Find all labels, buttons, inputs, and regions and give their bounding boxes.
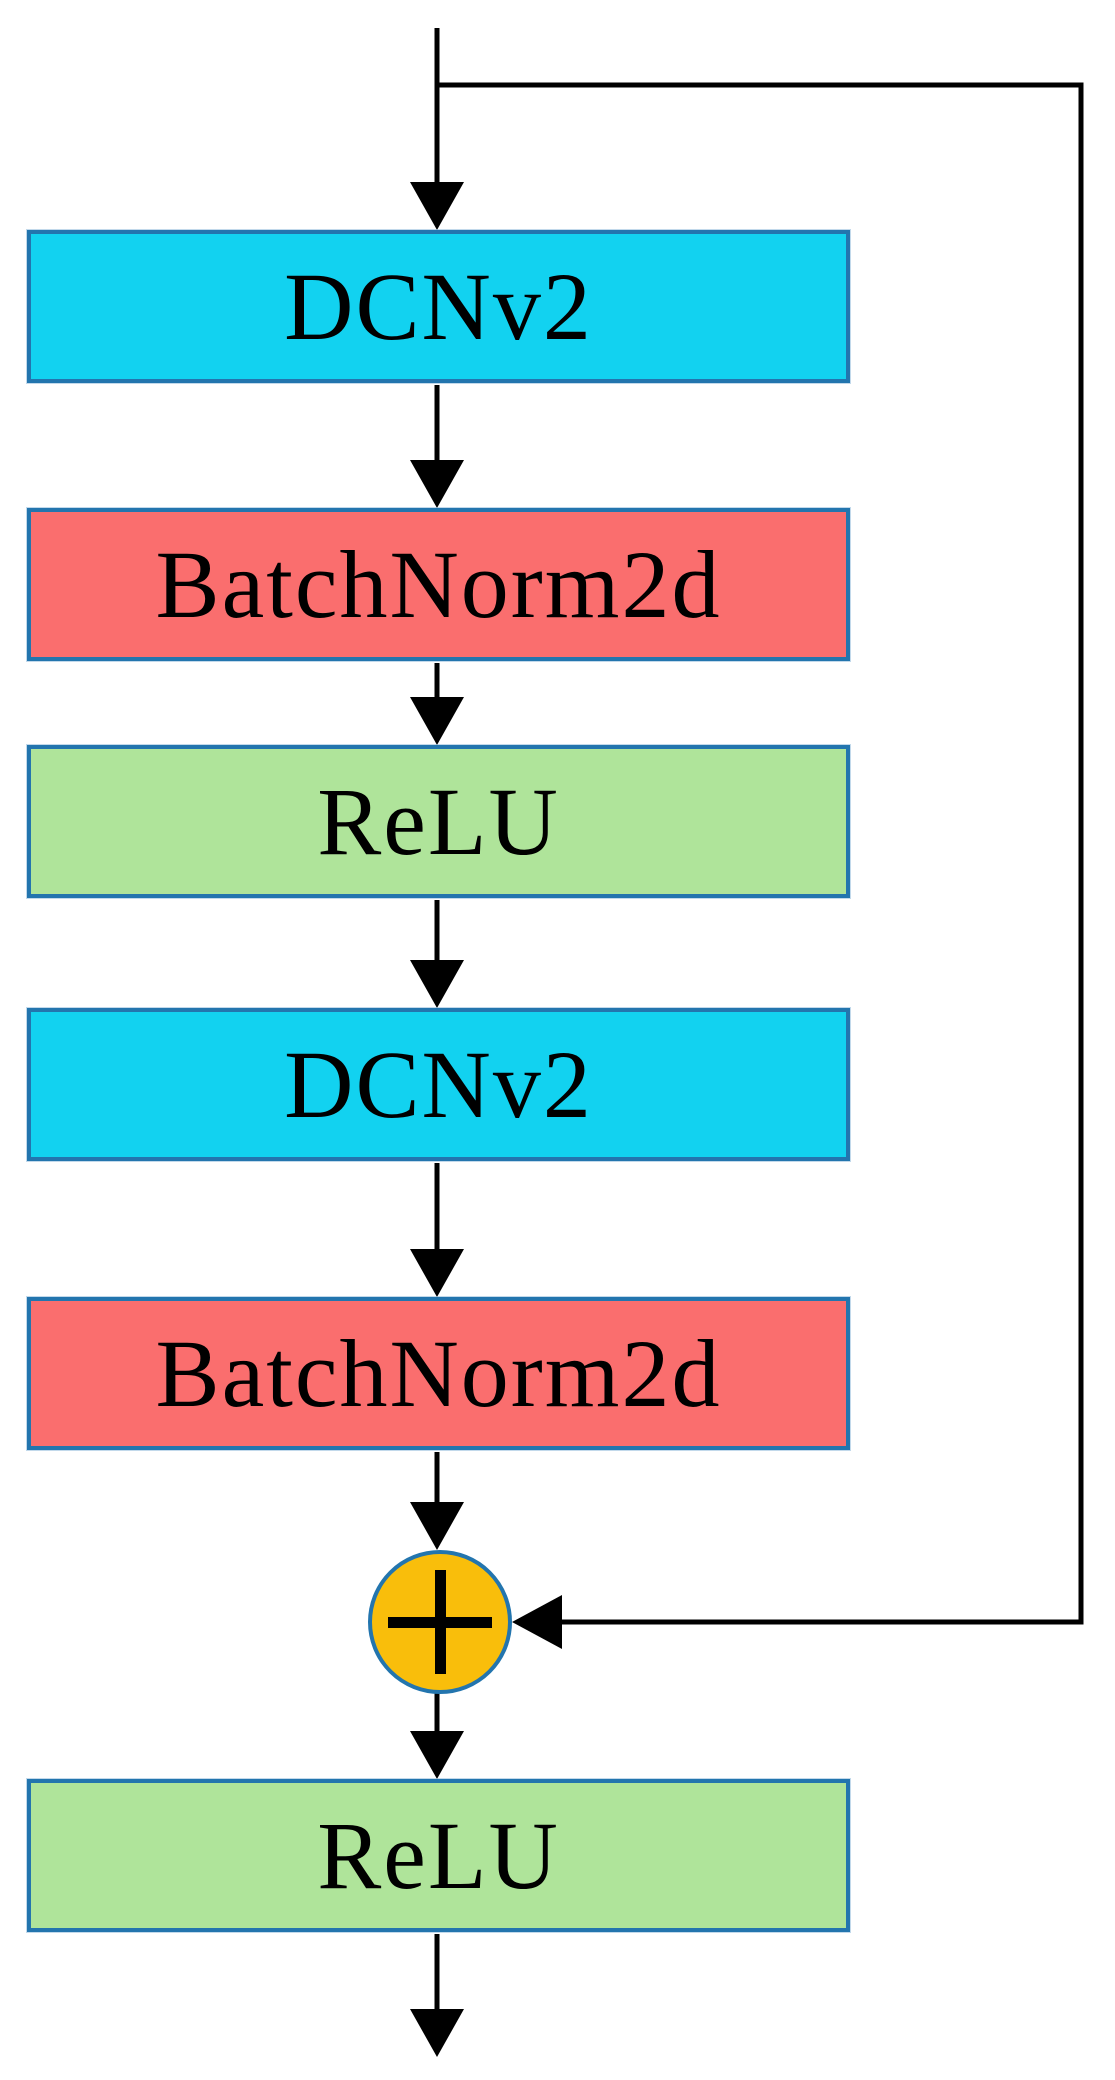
- node-dcnv2-2: DCNv2: [27, 1008, 850, 1161]
- node-relu-1-label: ReLU: [317, 768, 560, 875]
- add-operator-circle: [368, 1550, 512, 1694]
- node-batchnorm2d-1: BatchNorm2d: [27, 508, 850, 661]
- arrowhead-input: [410, 182, 464, 230]
- arrowhead-output: [410, 2009, 464, 2057]
- arrowhead-add: [410, 1502, 464, 1550]
- node-dcnv2-1: DCNv2: [27, 230, 850, 383]
- node-relu-2-label: ReLU: [317, 1802, 560, 1909]
- arrowhead-bn-2: [410, 1249, 464, 1297]
- node-batchnorm2d-2-label: BatchNorm2d: [155, 1320, 722, 1427]
- arrowhead-relu-2: [410, 1731, 464, 1779]
- plus-icon: [388, 1617, 492, 1628]
- node-dcnv2-2-label: DCNv2: [284, 1031, 593, 1138]
- arrowhead-skip: [512, 1595, 562, 1649]
- arrowhead-relu-1: [410, 697, 464, 745]
- arrowhead-dcnv2-2: [410, 960, 464, 1008]
- node-batchnorm2d-2: BatchNorm2d: [27, 1297, 850, 1450]
- node-relu-2: ReLU: [27, 1779, 850, 1932]
- arrowhead-bn-1: [410, 460, 464, 508]
- node-dcnv2-1-label: DCNv2: [284, 253, 593, 360]
- node-batchnorm2d-1-label: BatchNorm2d: [155, 531, 722, 638]
- node-relu-1: ReLU: [27, 745, 850, 898]
